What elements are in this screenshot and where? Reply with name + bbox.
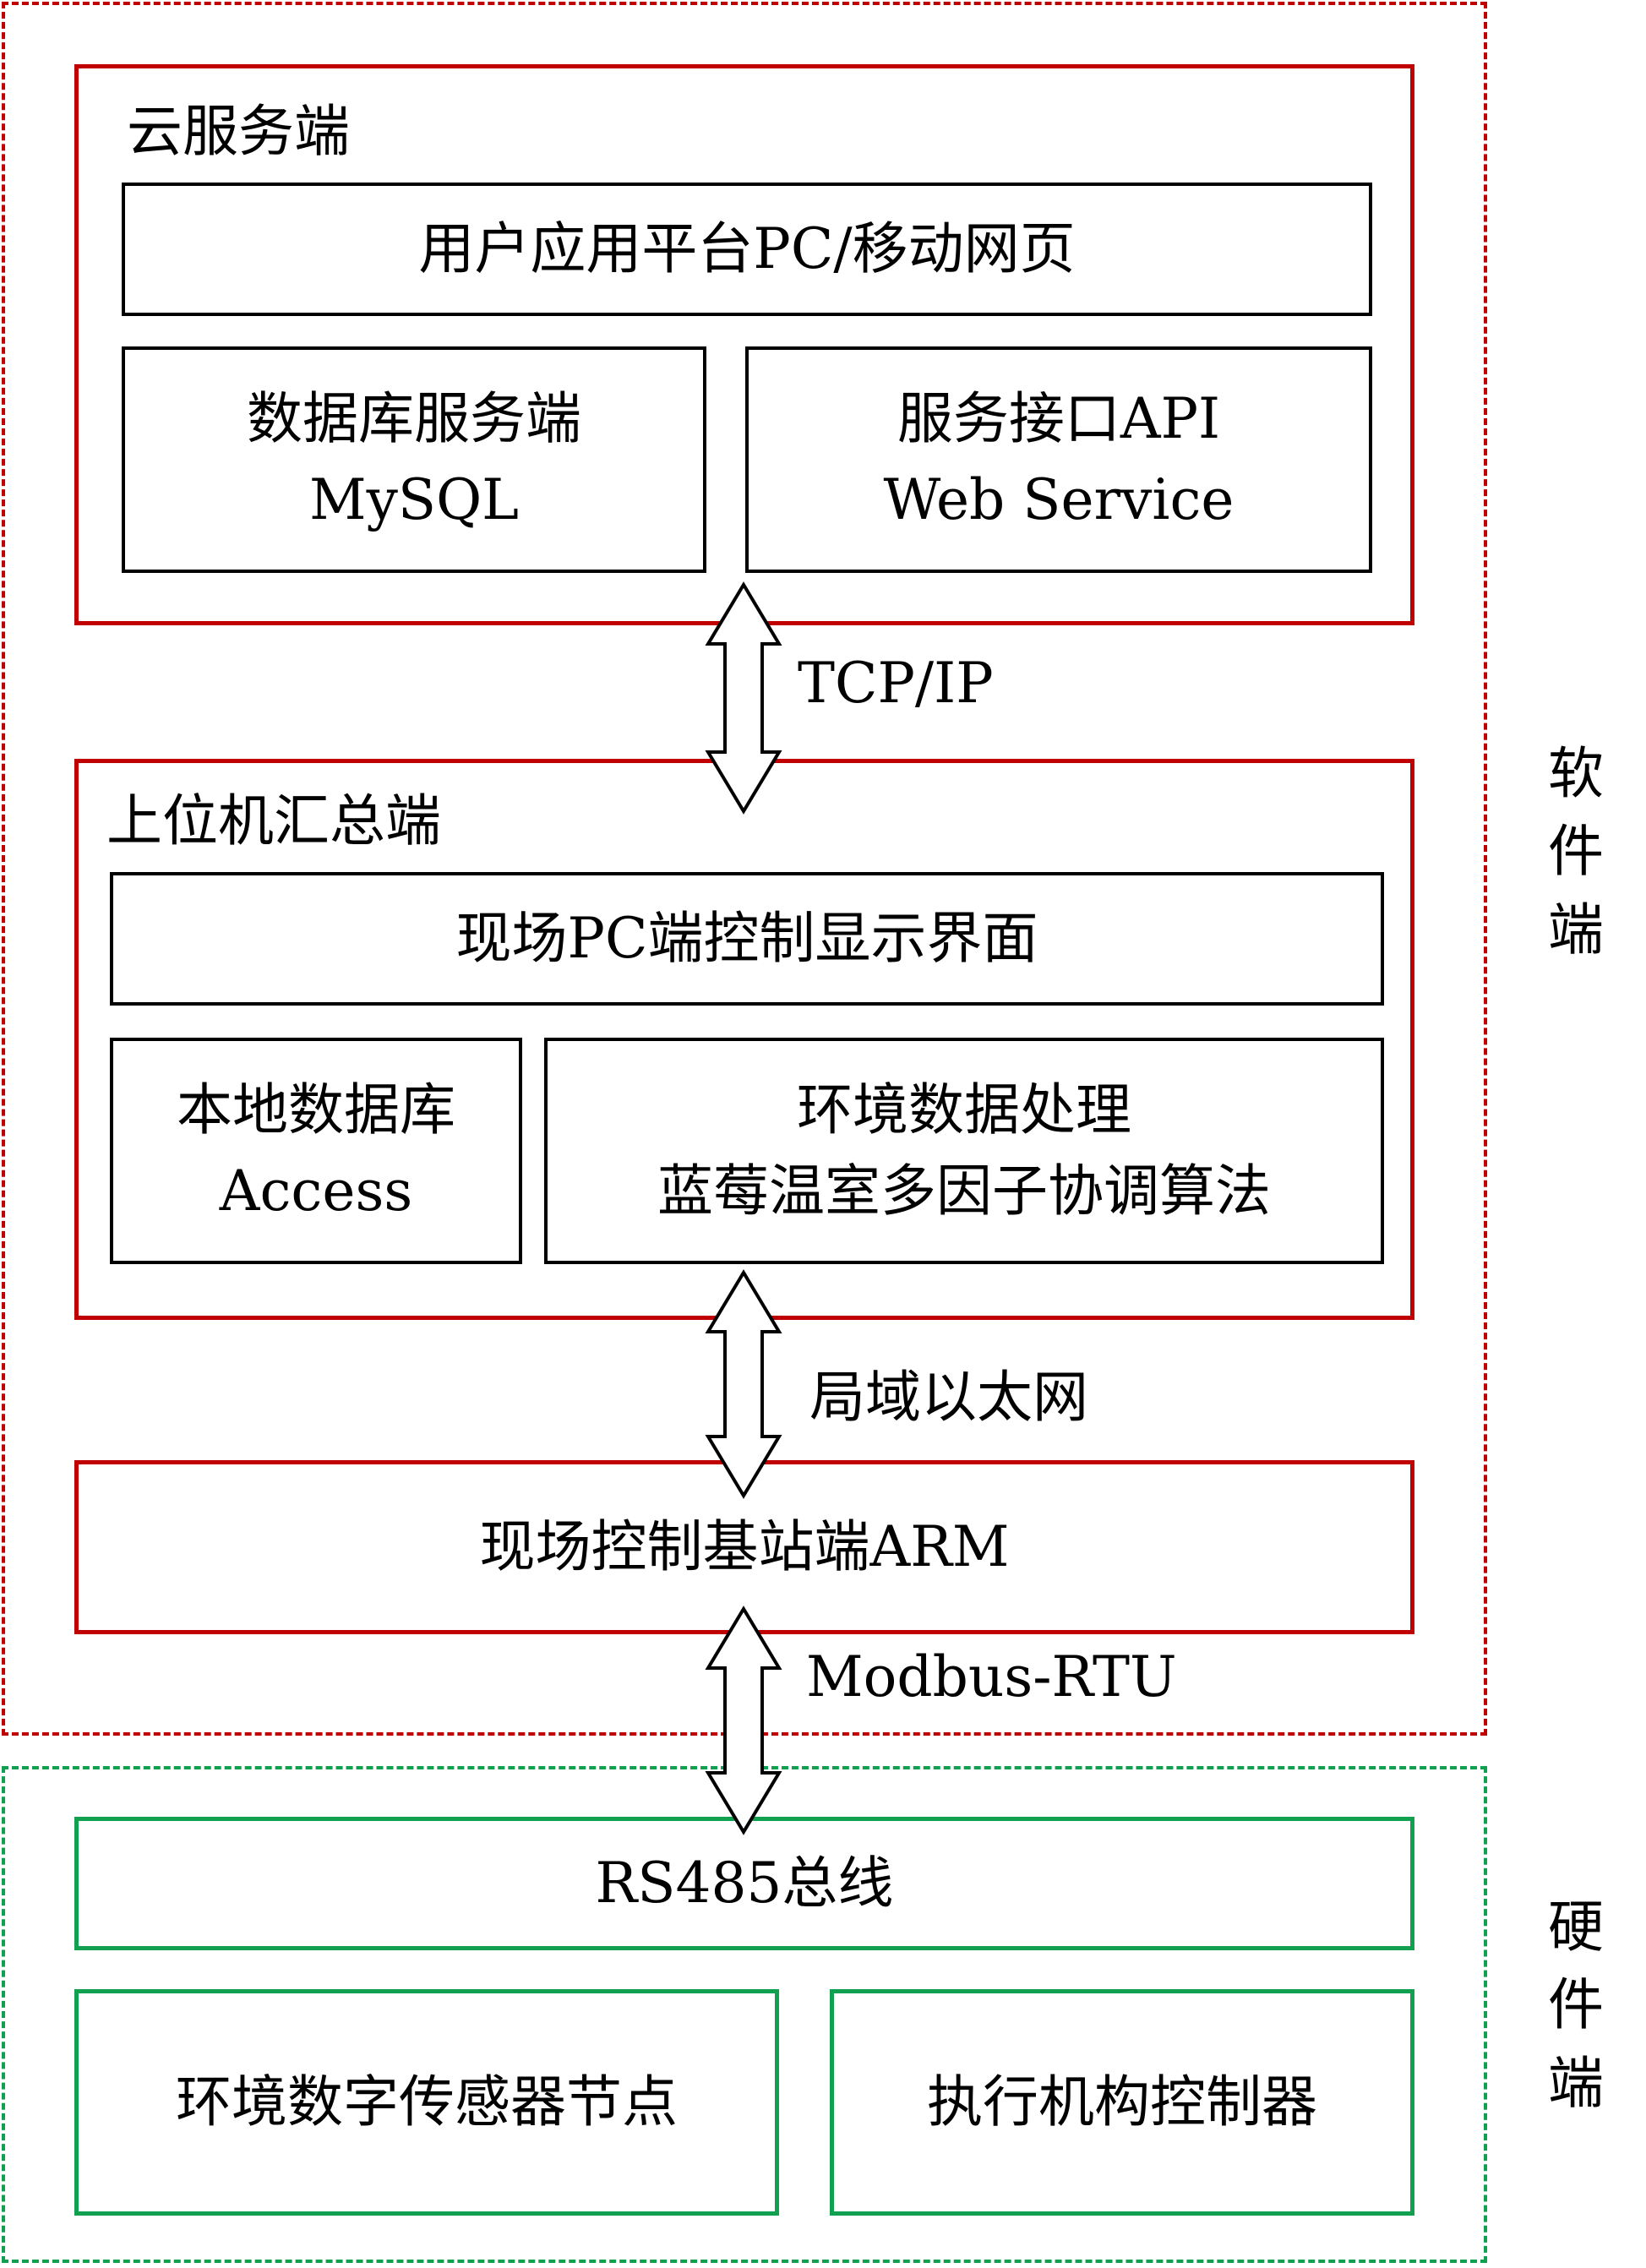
ethernet-arrow	[705, 1269, 782, 1499]
tcp-ip-link-label: TCP/IP	[798, 651, 994, 716]
local-database-box: 本地数据库 Access	[110, 1038, 522, 1264]
local-database-engine-label: Access	[219, 1159, 413, 1224]
sensor-nodes-label: 环境数字传感器节点	[176, 2069, 678, 2134]
actuator-controller-label: 执行机构控制器	[927, 2069, 1317, 2134]
hardware-label-char-1: 硬	[1548, 1895, 1604, 1960]
software-label-char-3: 端	[1548, 897, 1604, 962]
software-label-char-2: 件	[1548, 819, 1604, 885]
field-pc-display-label: 现场PC端控制显示界面	[455, 905, 1038, 971]
database-server-box: 数据库服务端 MySQL	[122, 346, 706, 573]
cloud-server-title: 云服务端	[127, 99, 350, 164]
modbus-arrow	[705, 1606, 782, 1835]
host-aggregation-title: 上位机汇总端	[106, 788, 441, 853]
actuator-controller-box: 执行机构控制器	[830, 1989, 1414, 2216]
service-api-box: 服务接口API Web Service	[745, 346, 1372, 573]
hardware-label-char-3: 端	[1548, 2050, 1604, 2116]
software-label-char-1: 软	[1548, 741, 1604, 806]
coordination-algorithm-label: 蓝莓温室多因子协调算法	[657, 1159, 1271, 1224]
field-pc-display-box: 现场PC端控制显示界面	[110, 872, 1384, 1006]
base-station-label: 现场控制基站端ARM	[479, 1513, 1010, 1579]
database-engine-label: MySQL	[308, 467, 519, 532]
environment-processing-box: 环境数据处理 蓝莓温室多因子协调算法	[544, 1038, 1384, 1264]
software-region-label: 软 件 端	[1529, 735, 1622, 969]
user-app-platform-label: 用户应用平台PC/移动网页	[418, 215, 1076, 281]
modbus-link-label: Modbus-RTU	[806, 1644, 1177, 1709]
hardware-region-label: 硬 件 端	[1529, 1889, 1622, 2123]
sensor-nodes-box: 环境数字传感器节点	[74, 1989, 779, 2216]
tcp-ip-arrow	[705, 581, 782, 815]
database-server-label: 数据库服务端	[247, 385, 581, 451]
hardware-label-char-2: 件	[1548, 1972, 1604, 2038]
user-app-platform-box: 用户应用平台PC/移动网页	[122, 183, 1372, 316]
ethernet-link-label: 局域以太网	[809, 1365, 1088, 1430]
environment-processing-label: 环境数据处理	[797, 1077, 1131, 1142]
web-service-label: Web Service	[883, 467, 1234, 532]
local-database-label: 本地数据库	[177, 1077, 455, 1142]
service-api-label: 服务接口API	[897, 385, 1221, 451]
rs485-bus-label: RS485总线	[595, 1850, 894, 1916]
